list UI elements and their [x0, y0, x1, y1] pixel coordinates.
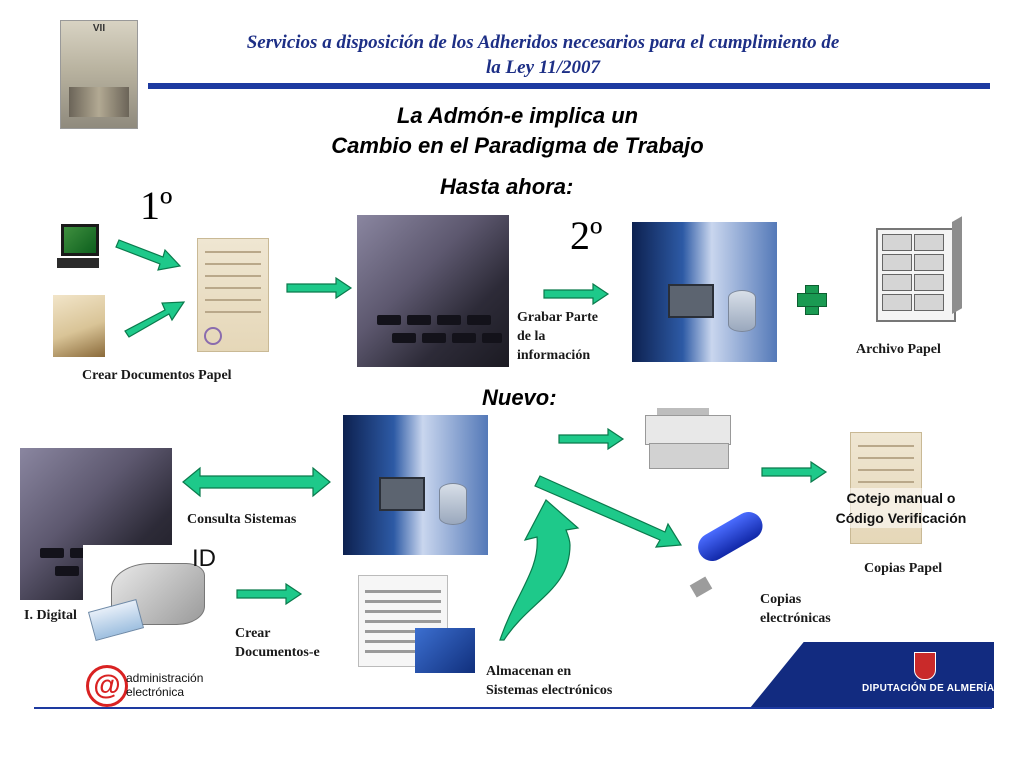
handwriting-image	[53, 295, 105, 357]
filing-cabinet-image	[866, 216, 964, 322]
arrow-curved-store	[499, 499, 580, 641]
ordinal-second: 2º	[570, 213, 603, 258]
label-crear-documentos-e: Crear Documentos-e	[235, 624, 320, 662]
header-title-line1: Servicios a disposición de los Adheridos…	[246, 32, 840, 53]
arrow-double-consulta	[182, 466, 331, 498]
database-icon	[728, 290, 756, 332]
main-heading: La Admón-e implica un Cambio en el Parad…	[230, 101, 805, 161]
label-consulta-sistemas: Consulta Sistemas	[187, 512, 297, 527]
label-copias-e-line1: Copias	[760, 592, 802, 607]
main-heading-line2: Cambio en el Paradigma de Trabajo	[331, 133, 704, 158]
label-id: ID	[192, 545, 216, 572]
coat-of-arms-icon	[914, 652, 936, 680]
section-before-title: Hasta ahora:	[440, 174, 574, 199]
cover-photo	[69, 87, 129, 117]
label-almacenan: Almacenan en Sistemas electrónicos	[486, 662, 612, 700]
paper-document-image	[197, 238, 269, 352]
arrow-printer-to-copies	[761, 460, 828, 484]
book-cover-image: VII	[60, 20, 138, 129]
printer-image	[645, 405, 731, 469]
ordinal-first: 1º	[140, 183, 173, 228]
section-new-title: Nuevo:	[482, 385, 557, 410]
computer-monitor-image	[55, 220, 101, 270]
arrow-pen-to-paper	[124, 301, 186, 338]
admin-logo-icon: @	[86, 665, 128, 707]
label-grabar: Grabar Parte de la información	[517, 308, 598, 365]
electronic-form-image	[358, 575, 448, 667]
footer-rule	[34, 707, 992, 709]
laptop-icon	[668, 284, 714, 318]
header-title-line2: la Ley 11/2007	[486, 57, 600, 78]
arrow-reader-to-form	[236, 582, 303, 606]
label-cotejo-line2: Código Verificación	[835, 510, 967, 526]
label-cotejo: Cotejo manual o Código Verificación	[812, 488, 990, 528]
label-archivo-papel: Archivo Papel	[856, 342, 941, 357]
label-copias-e-line2: electrónicas	[760, 611, 831, 626]
cover-label: VII	[92, 23, 106, 34]
arrow-grabar-to-server	[543, 282, 610, 306]
card-reader-image	[83, 545, 218, 645]
main-heading-line1: La Admón-e implica un	[396, 103, 639, 128]
admin-logo-line2: electrónica	[126, 685, 185, 699]
header-rule	[148, 83, 990, 89]
label-grabar-line1: Grabar Parte	[517, 310, 598, 325]
footer-diputacion: DIPUTACIÓN DE ALMERÍA	[862, 683, 995, 694]
label-almacenan-line1: Almacenan en	[486, 664, 572, 679]
arrow-server-to-usb	[534, 475, 683, 548]
label-crear-e-line2: Documentos-e	[235, 645, 320, 660]
digital-pen-image	[415, 628, 475, 673]
label-grabar-line2: de la	[517, 329, 546, 344]
arrow-monitor-to-paper	[115, 239, 182, 271]
label-copias-papel: Copias Papel	[864, 561, 943, 576]
admin-logo-text: administración electrónica	[126, 671, 203, 699]
label-crear-documentos-papel: Crear Documentos Papel	[82, 368, 232, 383]
label-grabar-line3: información	[517, 348, 591, 363]
server-laptop-image	[632, 222, 777, 362]
label-almacenan-line2: Sistemas electrónicos	[486, 683, 613, 698]
laptop-icon	[379, 477, 425, 511]
label-copias-electronicas: Copias electrónicas	[760, 590, 831, 628]
plus-icon-bar	[797, 293, 827, 307]
database-icon	[439, 483, 467, 525]
label-i-digital: I. Digital	[24, 608, 77, 623]
server-image-new	[343, 415, 488, 555]
arrow-server-to-printer	[558, 427, 625, 451]
keyboard-typing-image	[357, 215, 509, 367]
keyboard-base	[57, 258, 99, 268]
monitor-screen	[61, 224, 99, 256]
label-crear-e-line1: Crear	[235, 626, 271, 641]
admin-logo-line1: administración	[126, 671, 204, 685]
label-cotejo-line1: Cotejo manual o	[846, 490, 956, 506]
header-title: Servicios a disposición de los Adheridos…	[178, 30, 908, 80]
arrow-paper-to-keyboard	[286, 276, 353, 300]
